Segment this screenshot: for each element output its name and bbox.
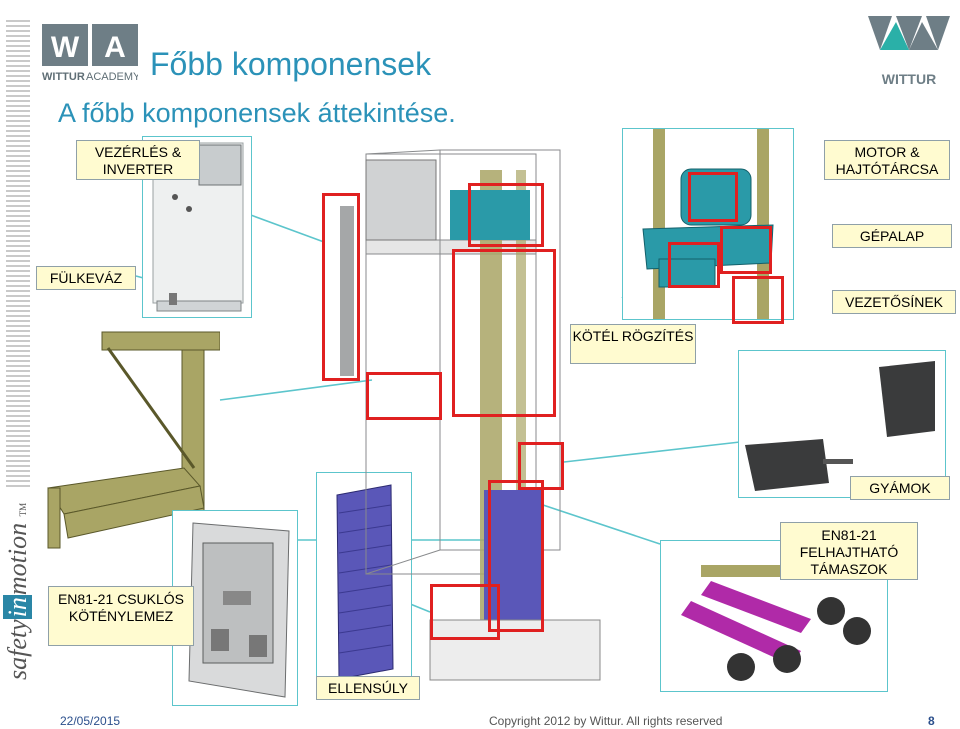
footer-page-number: 8 [928, 714, 935, 728]
label-motor: MOTOR & HAJTÓTÁRCSA [824, 140, 950, 180]
page-title: Főbb komponensek [150, 46, 432, 82]
highlight-rail-detail [732, 276, 784, 324]
label-felhajthato: EN81-21 FELHAJTHATÓ TÁMASZOK [780, 522, 918, 580]
label-fulkevaz: FÜLKEVÁZ [36, 266, 136, 290]
highlight-motor-detail [688, 172, 738, 222]
footer-copyright: Copyright 2012 by Wittur. All rights res… [489, 714, 723, 728]
logo-right-text: WITTUR [882, 71, 936, 87]
label-vezerles: VEZÉRLÉS & INVERTER [76, 140, 200, 180]
car-frame-image [44, 318, 221, 558]
label-ellensuly: ELLENSÚLY [316, 676, 420, 700]
logo-letters-a: A [104, 31, 126, 64]
label-gepalap: GÉPALAP [832, 224, 952, 248]
logo-caption: ACADEMY [86, 71, 138, 83]
highlight-guide-rail [322, 193, 360, 381]
page-subtitle: A főbb komponensek áttekintése. [58, 98, 456, 128]
highlight-buffers [430, 584, 500, 640]
sidebar-stripes [6, 20, 30, 490]
wittur-academy-logo: W A WITTUR ACADEMY [42, 24, 141, 86]
logo-caption-bold: WITTUR [42, 71, 85, 83]
logo-letters-w: W [51, 31, 80, 64]
label-vezetosinek: VEZETŐSÍNEK [832, 290, 956, 314]
highlight-apron [366, 372, 442, 420]
highlight-motor [468, 183, 544, 247]
brackets-image [738, 350, 946, 498]
label-gyamok: GYÁMOK [850, 476, 950, 500]
highlight-car-frame [452, 249, 556, 417]
wittur-logo: WITTUR [866, 14, 952, 90]
counterweight-image [316, 472, 412, 684]
highlight-counterweight [488, 480, 544, 632]
label-kotel: KÖTÉL RÖGZÍTÉS [570, 324, 696, 364]
highlight-rope-detail [668, 242, 720, 288]
highlight-base-detail [720, 226, 772, 274]
label-csuklos: EN81-21 CSUKLÓS KÖTÉNYLEMEZ [48, 586, 194, 646]
buffers-image [660, 540, 888, 692]
footer-date: 22/05/2015 [60, 714, 121, 728]
